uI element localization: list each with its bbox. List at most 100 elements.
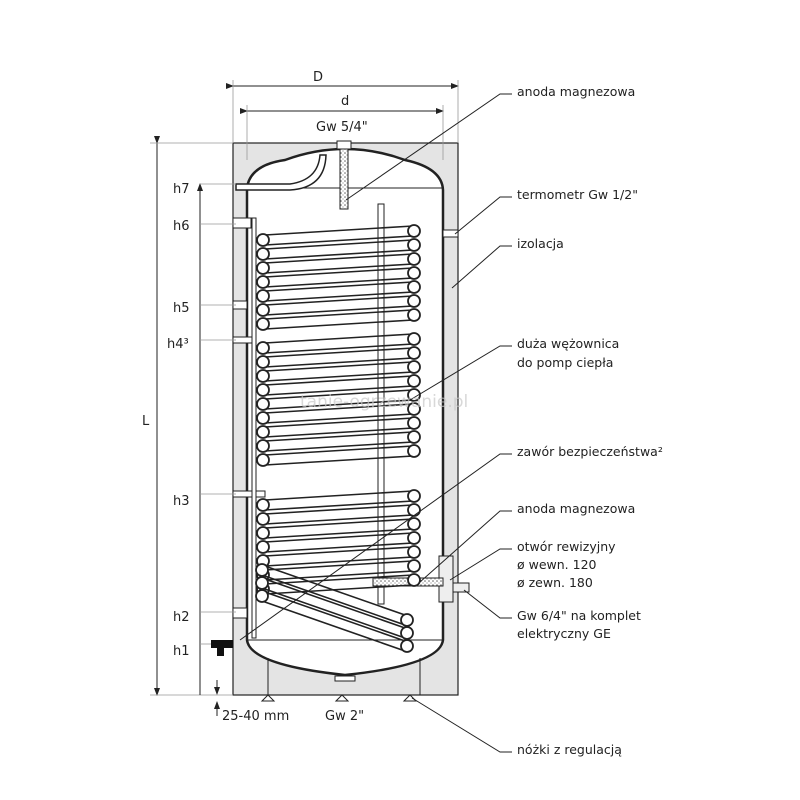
coil-turn-left	[256, 247, 270, 261]
coil-turn-right	[407, 430, 421, 444]
coil-tube	[261, 577, 406, 629]
dim-h4: h4³	[167, 337, 189, 352]
coil-tube	[264, 542, 414, 553]
coil-tube	[264, 518, 414, 529]
coil-turn-left	[256, 275, 270, 289]
feet	[260, 694, 418, 702]
coil-tube	[264, 528, 414, 539]
dim-d: d	[341, 94, 349, 109]
coil-tube	[264, 500, 414, 511]
bottom-connection-stub	[334, 675, 356, 682]
coil-turn-left	[256, 397, 270, 411]
dim-feet-height: 25-40 mm	[222, 709, 289, 724]
coil-tube	[261, 600, 406, 652]
dim-h3: h3	[173, 494, 190, 509]
coil-turn-left	[256, 425, 270, 439]
coil-turn-left	[255, 576, 269, 590]
coil-turn-right	[407, 416, 421, 430]
coil-turn-right	[407, 266, 421, 280]
coil-tube	[264, 546, 414, 557]
coil-turn-right	[407, 388, 421, 402]
coil-tube	[264, 445, 414, 456]
coil-tube	[264, 399, 414, 410]
coil-tube	[264, 389, 414, 400]
label-safety-valve: zawór bezpieczeństwa²	[517, 444, 663, 459]
label-heater-1: Gw 6/4" na komplet	[517, 608, 641, 623]
coil-turn-right	[407, 224, 421, 238]
coil-turn-right	[407, 280, 421, 294]
label-insulation: izolacja	[517, 236, 564, 251]
coil-tube	[264, 385, 414, 396]
coil-turn-left	[256, 383, 270, 397]
coil-turn-left	[256, 453, 270, 467]
label-thermometer: termometr Gw 1/2"	[517, 187, 638, 202]
coil-turn-right	[407, 294, 421, 308]
coil-tube	[264, 225, 414, 236]
coil-turn-left	[256, 317, 270, 331]
coil-tube	[264, 514, 414, 525]
coil-tube	[264, 413, 414, 424]
coil-turn-right	[407, 346, 421, 360]
dim-h7: h7	[173, 182, 190, 197]
coil-turn-left	[256, 512, 270, 526]
heating-coil	[255, 224, 421, 653]
coil-tube	[264, 417, 414, 428]
coil-tube	[264, 361, 414, 372]
coil-tube	[264, 263, 414, 274]
coil-turn-right	[407, 444, 421, 458]
coil-turn-right	[400, 639, 414, 653]
coil-turn-left	[256, 341, 270, 355]
coil-turn-left	[256, 355, 270, 369]
coil-tube	[261, 574, 406, 626]
coil-tube	[264, 427, 414, 438]
coil-tube	[264, 403, 414, 414]
dimension-lines	[150, 80, 459, 716]
watermark: tanie-ogrzewanie.pl	[300, 392, 468, 412]
dim-top-connection: Gw 5/4"	[316, 120, 368, 135]
coil-tube	[264, 371, 414, 382]
coil-tube	[264, 333, 414, 344]
dim-h2: h2	[173, 610, 190, 625]
label-coil-2: do pomp ciepła	[517, 355, 613, 370]
label-heater-2: elektryczny GE	[517, 626, 611, 641]
coil-tube	[264, 235, 414, 246]
coil-turn-left	[256, 369, 270, 383]
label-feet: nóżki z regulacją	[517, 742, 622, 757]
dim-L: L	[142, 414, 150, 429]
label-anode-top: anoda magnezowa	[517, 84, 635, 99]
label-coil-1: duża wężownica	[517, 336, 619, 351]
anode-top	[339, 148, 349, 210]
leader-lines	[239, 93, 512, 753]
coil-tube	[264, 560, 414, 571]
coil-turn-left	[255, 589, 269, 603]
coil-tube	[264, 357, 414, 368]
coil-tube	[261, 587, 406, 639]
coil-turn-left	[256, 526, 270, 540]
coil-tube	[264, 556, 414, 567]
coil-tube	[264, 431, 414, 442]
coil-tube	[261, 564, 406, 616]
coil-tube	[264, 305, 414, 316]
coil-turn-left	[256, 233, 270, 247]
coil-turn-right	[407, 252, 421, 266]
dim-h6: h6	[173, 219, 190, 234]
coil-turn-left	[256, 498, 270, 512]
coil-tube	[264, 249, 414, 260]
label-anode-bottom: anoda magnezowa	[517, 501, 635, 516]
coil-tube	[264, 281, 414, 292]
coil-tube	[264, 441, 414, 452]
coil-tube	[264, 570, 414, 581]
coil-tube	[264, 347, 414, 358]
coil-tube	[264, 253, 414, 264]
top-anode-socket	[336, 140, 352, 150]
coil-turn-right	[407, 360, 421, 374]
coil-tube	[264, 504, 414, 515]
coil-tube	[264, 375, 414, 386]
side-ports	[211, 217, 470, 656]
top-outlet-pipe	[235, 154, 327, 191]
coil-tube	[264, 267, 414, 278]
coil-turn-right	[407, 573, 421, 587]
coil-turn-left	[256, 289, 270, 303]
coil-turn-right	[407, 238, 421, 252]
